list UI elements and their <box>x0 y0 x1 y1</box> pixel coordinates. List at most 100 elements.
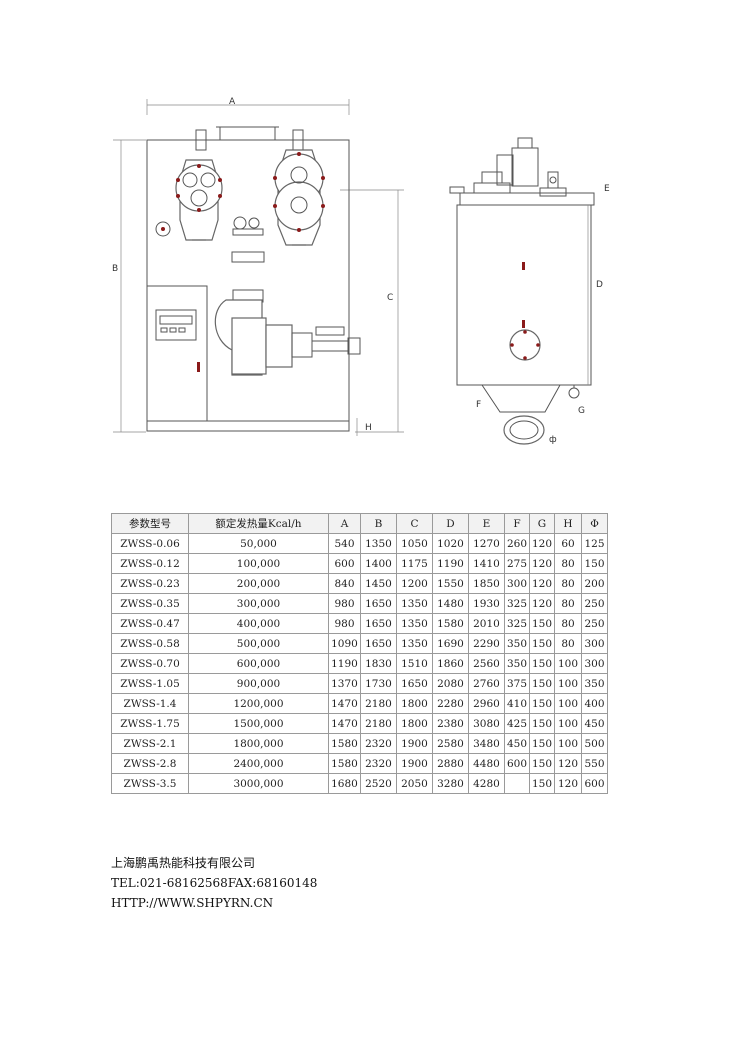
website-line: HTTP://WWW.SHPYRN.CN <box>111 896 274 910</box>
company-footer: 上海鹏禹热能科技有限公司 TEL:021-68162568FAX:6816014… <box>111 853 317 913</box>
table-cell: 80 <box>554 613 582 634</box>
table-cell: 1200,000 <box>188 693 329 714</box>
table-cell: 1900 <box>396 753 433 774</box>
table-cell: ZWSS-2.1 <box>111 733 189 754</box>
col-header-e: E <box>468 513 505 534</box>
table-cell: 1550 <box>432 573 469 594</box>
table-cell: 600,000 <box>188 653 329 674</box>
table-cell: 200,000 <box>188 573 329 594</box>
table-cell: 600 <box>328 553 361 574</box>
table-cell: 1800,000 <box>188 733 329 754</box>
table-cell: 2560 <box>468 653 505 674</box>
table-cell: 300 <box>581 653 608 674</box>
table-cell: 80 <box>554 573 582 594</box>
table-cell: 1650 <box>360 593 397 614</box>
dim-label-b: B <box>112 264 118 274</box>
table-cell: 1350 <box>360 533 397 554</box>
table-cell: 2010 <box>468 613 505 634</box>
table-cell: 1690 <box>432 633 469 654</box>
table-cell: 260 <box>504 533 530 554</box>
table-cell: 1270 <box>468 533 505 554</box>
table-cell: 120 <box>529 553 555 574</box>
table-cell <box>504 773 530 794</box>
table-cell: 600 <box>581 773 608 794</box>
table-cell: 1680 <box>328 773 361 794</box>
table-cell: 500,000 <box>188 633 329 654</box>
table-cell: 550 <box>581 753 608 774</box>
table-cell: 150 <box>529 733 555 754</box>
dim-label-f: F <box>476 400 481 410</box>
table-cell: 1850 <box>468 573 505 594</box>
table-cell: ZWSS-0.06 <box>111 533 189 554</box>
table-cell: 400 <box>581 693 608 714</box>
table-cell: 4480 <box>468 753 505 774</box>
table-cell: 2520 <box>360 773 397 794</box>
table-cell: 80 <box>554 553 582 574</box>
table-cell: 300 <box>504 573 530 594</box>
table-cell: 2380 <box>432 713 469 734</box>
dim-label-g: G <box>578 406 585 416</box>
table-cell: 4280 <box>468 773 505 794</box>
table-cell: 150 <box>529 613 555 634</box>
table-header-row: 参数型号 额定发热量Kcal/h A B C D E F G H Φ <box>111 513 608 534</box>
table-cell: 1350 <box>396 633 433 654</box>
table-cell: 410 <box>504 693 530 714</box>
table-cell: 1900 <box>396 733 433 754</box>
table-cell: ZWSS-1.75 <box>111 713 189 734</box>
dim-label-e: E <box>604 184 610 194</box>
table-cell: 300 <box>581 633 608 654</box>
table-cell: 325 <box>504 613 530 634</box>
table-cell: 1500,000 <box>188 713 329 734</box>
table-cell: 2080 <box>432 673 469 694</box>
table-cell: 80 <box>554 633 582 654</box>
table-cell: 1800 <box>396 713 433 734</box>
table-cell: 150 <box>529 753 555 774</box>
table-cell: 450 <box>504 733 530 754</box>
table-cell: 350 <box>581 673 608 694</box>
table-cell: 1190 <box>432 553 469 574</box>
table-cell: 1650 <box>360 613 397 634</box>
table-cell: ZWSS-0.70 <box>111 653 189 674</box>
table-cell: 1020 <box>432 533 469 554</box>
table-cell: 600 <box>504 753 530 774</box>
table-cell: 425 <box>504 713 530 734</box>
table-cell: 100,000 <box>188 553 329 574</box>
col-header-g: G <box>529 513 555 534</box>
table-cell: 100 <box>554 693 582 714</box>
dim-label-d: D <box>596 280 603 290</box>
table-cell: 1830 <box>360 653 397 674</box>
table-cell: 1350 <box>396 593 433 614</box>
col-header-a: A <box>328 513 361 534</box>
table-cell: 100 <box>554 713 582 734</box>
table-cell: 120 <box>529 593 555 614</box>
dim-label-a: A <box>229 97 236 107</box>
table-cell: 450 <box>581 713 608 734</box>
col-header-h: H <box>554 513 582 534</box>
table-cell: 300,000 <box>188 593 329 614</box>
table-cell: 2580 <box>432 733 469 754</box>
table-cell: 150 <box>581 553 608 574</box>
table-cell: 60 <box>554 533 582 554</box>
table-cell: 250 <box>581 613 608 634</box>
table-cell: 1650 <box>396 673 433 694</box>
table-cell: 2400,000 <box>188 753 329 774</box>
table-cell: 150 <box>529 653 555 674</box>
front-view: A B C H <box>112 97 404 436</box>
table-cell: 120 <box>554 753 582 774</box>
table-cell: 1930 <box>468 593 505 614</box>
table-cell: 840 <box>328 573 361 594</box>
table-cell: 3000,000 <box>188 773 329 794</box>
table-cell: 150 <box>529 673 555 694</box>
table-cell: ZWSS-1.4 <box>111 693 189 714</box>
table-cell: ZWSS-0.35 <box>111 593 189 614</box>
dim-label-c: C <box>387 293 393 303</box>
table-cell: ZWSS-0.12 <box>111 553 189 574</box>
